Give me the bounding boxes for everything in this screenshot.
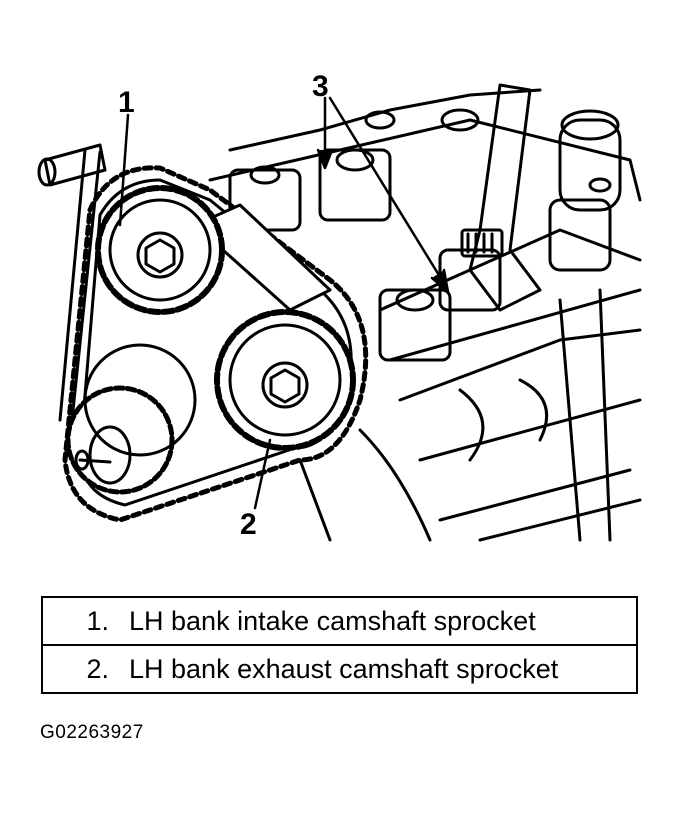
legend-row: 2. LH bank exhaust camshaft sprocket	[43, 644, 636, 692]
legend-text: LH bank exhaust camshaft sprocket	[129, 653, 559, 684]
camshaft-caps	[228, 108, 622, 362]
wrench	[460, 83, 542, 312]
leader-line-3b	[328, 96, 447, 287]
engine-timing-illustration	[37, 83, 642, 542]
leader-line-2	[253, 438, 272, 510]
leader-lines	[118, 96, 450, 510]
leader-line-1	[118, 113, 130, 227]
legend-number: 2.	[86, 653, 109, 684]
chain-guide	[193, 203, 332, 312]
arrow-3b	[430, 268, 450, 294]
legend-table: 1. LH bank intake camshaft sprocket 2. L…	[41, 596, 638, 694]
callout-label-1: 1	[118, 86, 135, 119]
intake-camshaft-sprocket	[95, 185, 225, 315]
callout-label-3: 3	[312, 70, 329, 103]
legend-text: LH bank intake camshaft sprocket	[129, 605, 536, 636]
callout-label-2: 2	[240, 508, 257, 541]
legend-number: 1.	[86, 605, 109, 636]
legend-row: 1. LH bank intake camshaft sprocket	[43, 598, 636, 644]
arrow-3a	[316, 148, 334, 170]
exhaust-camshaft-sprocket	[214, 309, 356, 451]
crankshaft-sprocket	[65, 343, 197, 495]
figure-id: G02263927	[40, 722, 144, 743]
